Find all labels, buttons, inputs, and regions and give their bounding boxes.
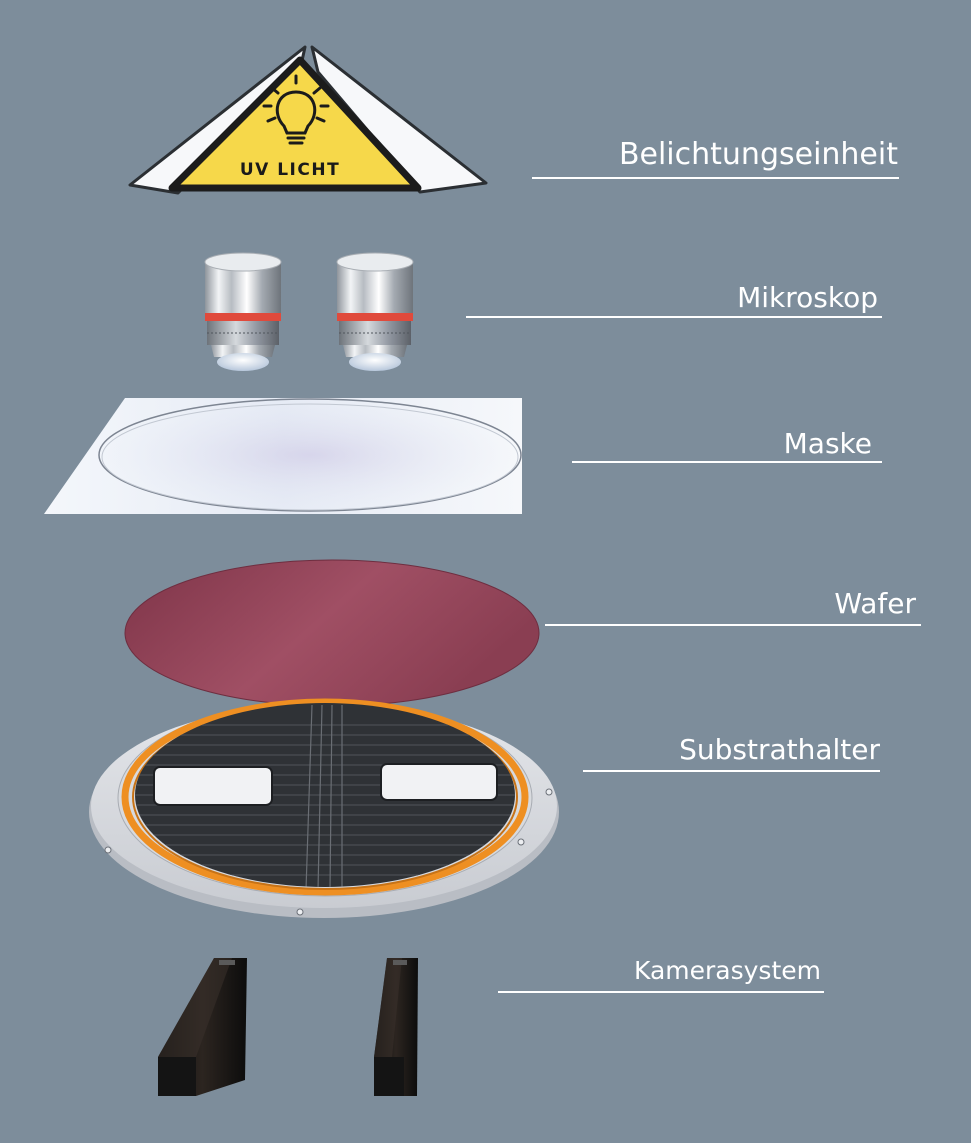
mask <box>44 398 522 514</box>
label-microscope: Mikroskop <box>737 284 878 312</box>
label-exposure-unit: Belichtungseinheit <box>619 140 898 170</box>
camera-left <box>158 958 247 1096</box>
label-wafer: Wafer <box>834 590 916 618</box>
label-substrate-holder: Substrathalter <box>679 736 880 764</box>
leader-line-substrate-holder <box>583 770 880 772</box>
leader-line-camera-system <box>498 991 824 993</box>
camera-right <box>374 958 418 1096</box>
microscope-objective-left <box>205 253 281 371</box>
leader-line-wafer <box>545 624 921 626</box>
uv-light-sign-text: UV LICHT <box>240 160 340 180</box>
wafer <box>125 560 539 706</box>
exposure-unit: UV LICHT <box>130 47 486 193</box>
leader-line-microscope <box>466 316 882 318</box>
label-camera-system: Kamerasystem <box>634 958 821 983</box>
leader-line-exposure-unit <box>532 177 899 179</box>
leader-line-mask <box>572 461 882 463</box>
microscope-objective-right <box>337 253 413 371</box>
label-mask: Maske <box>784 430 872 458</box>
substrate-holder <box>89 700 559 918</box>
